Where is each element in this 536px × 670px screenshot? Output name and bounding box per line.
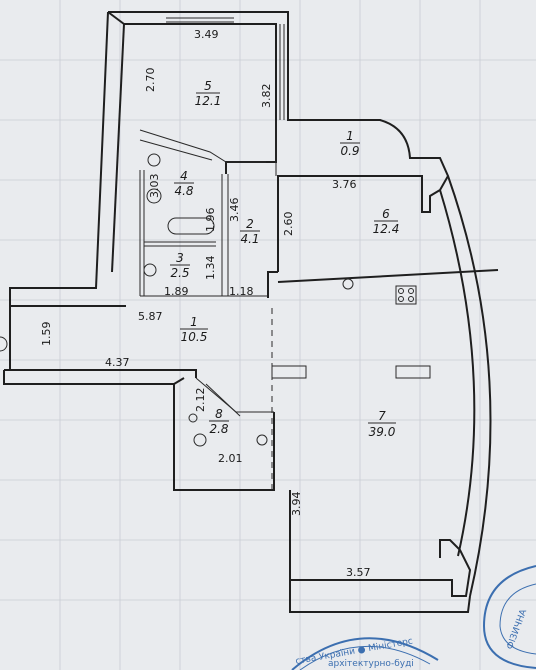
room-area: 12.1 [195, 94, 222, 108]
dimension-label: 4.37 [105, 356, 130, 369]
room-label: 1 10.5 [180, 315, 208, 344]
column-icon [271, 365, 307, 379]
room-number: 5 [204, 79, 212, 93]
dimension-label: 2.12 [194, 388, 207, 413]
room-label: 2 4.1 [240, 217, 260, 246]
bathtub-icon [167, 217, 215, 235]
boiler-icon [256, 434, 268, 446]
room-number: 1 [190, 315, 198, 329]
outer-walls [3, 11, 499, 613]
room-number: 6 [382, 207, 390, 221]
dimension-label: 1.34 [204, 256, 217, 281]
dimension-label: 3.76 [332, 178, 357, 191]
room-area: 0.9 [340, 144, 359, 158]
stamp-text: ФІЗИЧНА [505, 607, 529, 651]
toilet-icon [143, 263, 157, 277]
sink-icon [147, 153, 161, 167]
room-label: 4 4.8 [174, 169, 194, 198]
dimension-label: 1.18 [229, 285, 254, 298]
dimension-label: 1.96 [204, 208, 217, 233]
dimension-labels: 3.49 2.70 3.82 3.03 1.96 3.46 2.60 3.76 … [40, 28, 371, 579]
room-number: 7 [378, 409, 386, 423]
room-labels: 1 0.9 2 4.1 3 2.5 4 4.8 5 12.1 6 12.4 [170, 79, 399, 439]
room-label: 8 2.8 [209, 407, 229, 436]
room-number: 8 [215, 407, 223, 421]
room-number: 4 [180, 169, 188, 183]
sink-icon [188, 413, 198, 423]
stamp-text: архітектурно-буді [328, 659, 414, 669]
dimension-label: 2.70 [144, 68, 157, 93]
dimension-label: 1.59 [40, 322, 53, 347]
column-icon [395, 365, 431, 379]
dimension-label: 1.89 [164, 285, 189, 298]
room-area: 39.0 [369, 425, 396, 439]
dimension-label: 3.46 [228, 198, 241, 223]
room-number: 3 [176, 251, 184, 265]
interior-walls [139, 17, 285, 417]
dimension-label: 2.60 [282, 212, 295, 237]
room-area: 4.1 [240, 232, 259, 246]
room-label: 3 2.5 [170, 251, 190, 280]
room-area: 2.8 [209, 422, 228, 436]
room-label: 7 39.0 [368, 409, 396, 439]
stamp-left: ства України ● Міністерс архітектурно-бу… [291, 636, 439, 670]
dimension-label: 3.82 [260, 84, 273, 109]
room-area: 2.5 [170, 266, 189, 280]
dimension-label: 3.57 [346, 566, 371, 579]
room-label: 5 12.1 [195, 79, 222, 108]
dimension-label: 2.01 [218, 452, 243, 465]
room-label: 1 0.9 [340, 129, 360, 158]
room-area: 10.5 [181, 330, 208, 344]
room-number: 1 [346, 129, 354, 143]
stamp-right: ФІЗИЧНА [482, 565, 536, 669]
room-area: 4.8 [174, 184, 193, 198]
room-number: 2 [246, 217, 254, 231]
room-area: 12.4 [373, 222, 400, 236]
toilet-icon [146, 188, 162, 204]
fixtures [0, 153, 431, 490]
room-label: 6 12.4 [373, 207, 400, 236]
gas-riser-icon [342, 278, 354, 290]
stove-icon [395, 285, 417, 305]
dimension-label: 5.87 [138, 310, 163, 323]
toilet-icon [193, 433, 207, 447]
dimension-label: 3.94 [290, 492, 303, 517]
dimension-label: 3.03 [148, 174, 161, 199]
dimension-label: 3.49 [194, 28, 219, 41]
